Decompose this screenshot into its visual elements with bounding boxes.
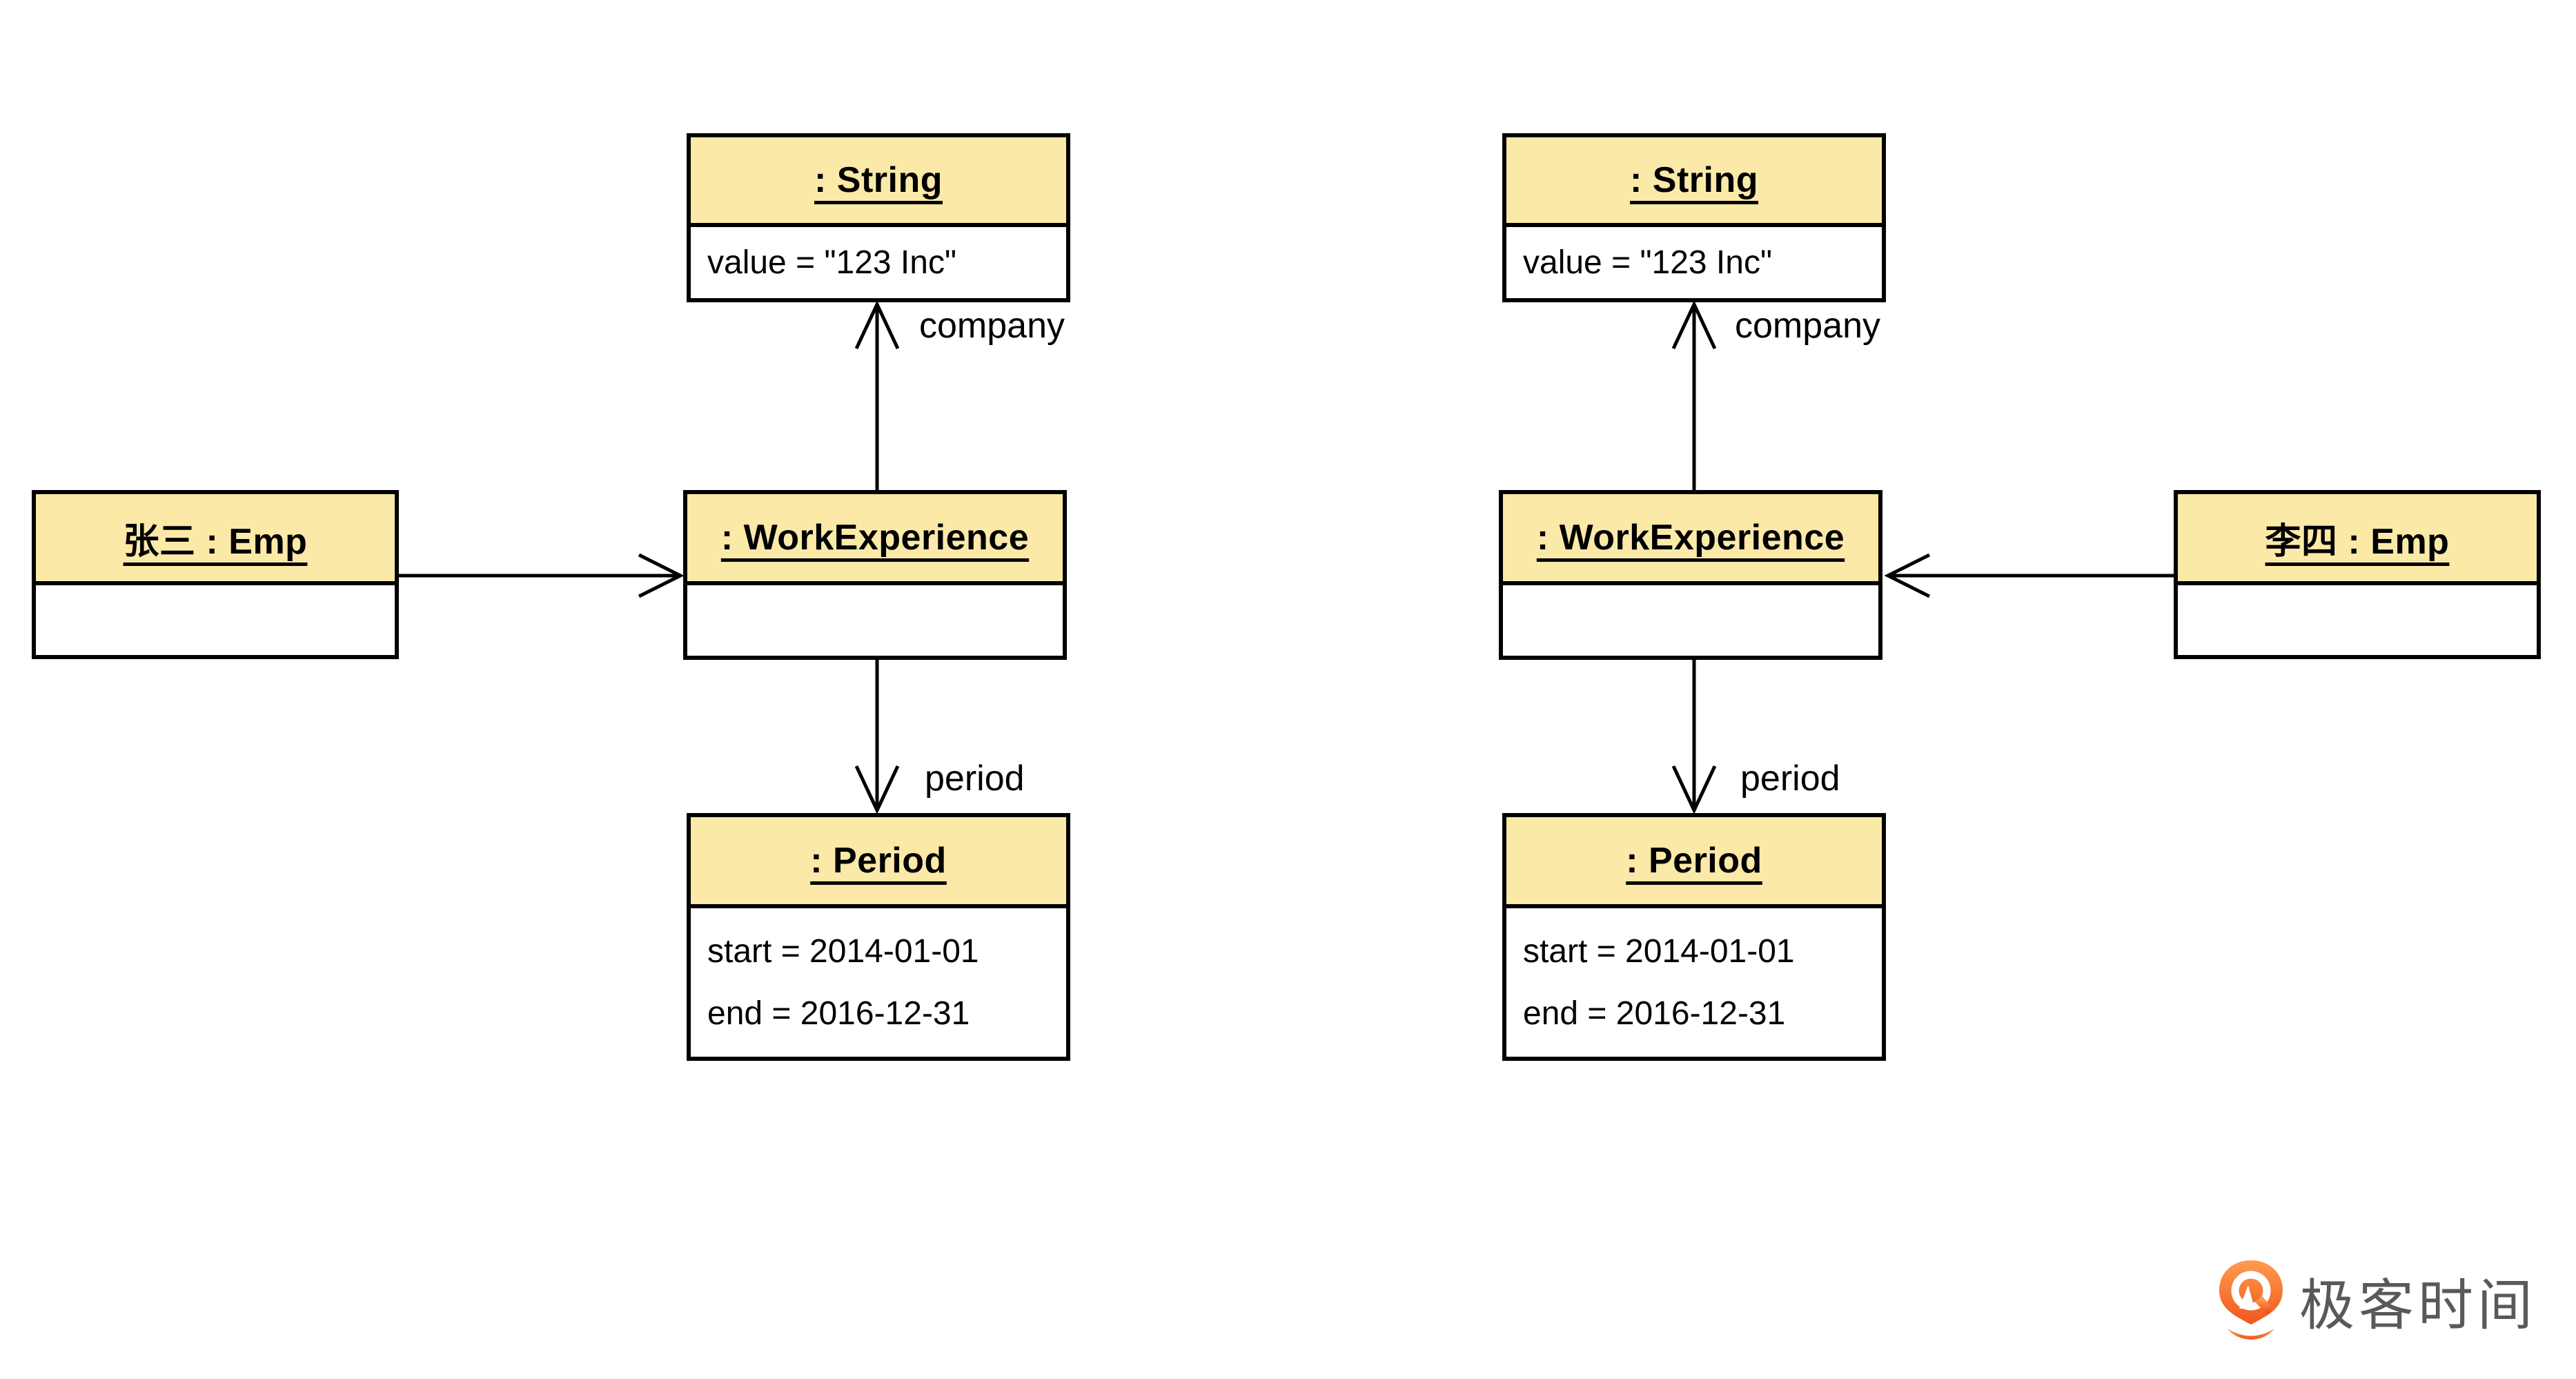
object-box-emp-lisi: 李四 : Emp [2174, 490, 2541, 659]
object-title: 李四 : Emp [2265, 521, 2450, 562]
role-label-period-right: period [1740, 759, 1840, 799]
attribute-end: end = 2016-12-31 [707, 995, 970, 1032]
object-title-bar: : String [1506, 137, 1882, 227]
geektime-logo: 极客时间 [2216, 1259, 2537, 1343]
object-attributes: start = 2014-01-01 end = 2016-12-31 [691, 908, 1066, 1057]
attribute-end: end = 2016-12-31 [1523, 995, 1786, 1032]
object-attributes: start = 2014-01-01 end = 2016-12-31 [1506, 908, 1882, 1057]
object-title: : WorkExperience [1536, 518, 1845, 558]
object-attributes: value = "123 Inc" [1506, 227, 1882, 298]
open-arrowhead-left [1884, 553, 1931, 598]
object-box-string-right: : String value = "123 Inc" [1502, 133, 1886, 302]
geektime-pin-icon [2219, 1260, 2283, 1340]
object-title-bar: : String [691, 137, 1066, 227]
object-title: : String [1630, 160, 1758, 200]
object-title-bar: : Period [691, 817, 1066, 908]
object-box-string-left: : String value = "123 Inc" [687, 133, 1070, 302]
object-title: : Period [1626, 841, 1762, 881]
attribute-start: start = 2014-01-01 [707, 933, 979, 970]
open-arrowhead-down [854, 765, 900, 814]
object-box-period-right: : Period start = 2014-01-01 end = 2016-1… [1502, 813, 1886, 1061]
object-attributes [687, 585, 1063, 656]
geektime-wordmark: 极客时间 [2299, 1275, 2537, 1336]
object-box-workexperience-right: : WorkExperience [1499, 490, 1882, 660]
object-attributes [36, 585, 395, 655]
attribute-value: value = "123 Inc" [707, 244, 956, 281]
attribute-value: value = "123 Inc" [1523, 244, 1772, 281]
object-title: : WorkExperience [720, 518, 1030, 558]
object-title: : Period [810, 841, 947, 881]
object-box-workexperience-left: : WorkExperience [683, 490, 1067, 660]
object-box-emp-zhangsan: 张三 : Emp [32, 490, 399, 659]
open-arrowhead-up [1671, 300, 1717, 350]
open-arrowhead-up [854, 300, 900, 350]
attribute-start: start = 2014-01-01 [1523, 933, 1795, 970]
object-title-bar: 张三 : Emp [36, 494, 395, 585]
role-label-period-left: period [925, 759, 1025, 799]
object-title: 张三 : Emp [123, 521, 308, 562]
object-attributes [2178, 585, 2537, 655]
object-title-bar: : WorkExperience [687, 494, 1063, 585]
open-arrowhead-down [1671, 765, 1717, 814]
object-attributes: value = "123 Inc" [691, 227, 1066, 298]
object-attributes [1503, 585, 1878, 656]
role-label-company-right: company [1735, 306, 1880, 346]
role-label-company-left: company [919, 306, 1065, 346]
object-title-bar: : Period [1506, 817, 1882, 908]
object-box-period-left: : Period start = 2014-01-01 end = 2016-1… [687, 813, 1070, 1061]
open-arrowhead-right [638, 553, 685, 598]
object-title-bar: 李四 : Emp [2178, 494, 2537, 585]
object-title: : String [814, 160, 943, 200]
object-title-bar: : WorkExperience [1503, 494, 1878, 585]
